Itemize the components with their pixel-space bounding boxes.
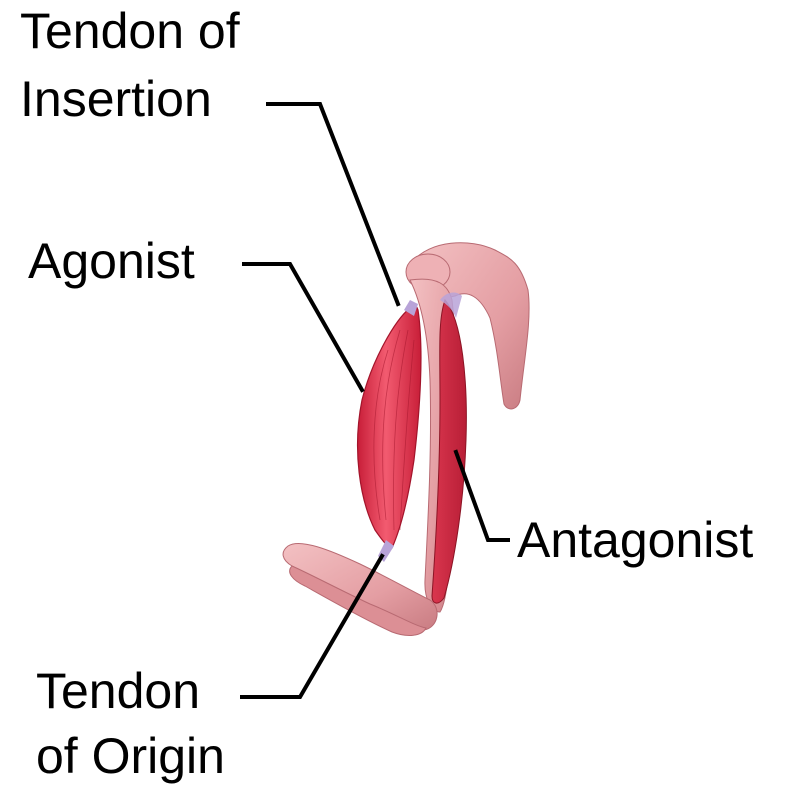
label-tendon-of-insertion-line1: Tendon of: [20, 2, 240, 60]
label-tendon-of-insertion-line2: Insertion: [20, 70, 212, 128]
label-tendon-of-origin-line1: Tendon: [36, 662, 200, 720]
label-agonist: Agonist: [28, 232, 195, 290]
leader-line-agonist: [244, 264, 362, 390]
leader-line-tendon-of-insertion: [268, 104, 398, 304]
label-tendon-of-origin-line2: of Origin: [36, 727, 225, 785]
label-antagonist: Antagonist: [517, 511, 753, 569]
biceps-muscle: [358, 305, 421, 548]
